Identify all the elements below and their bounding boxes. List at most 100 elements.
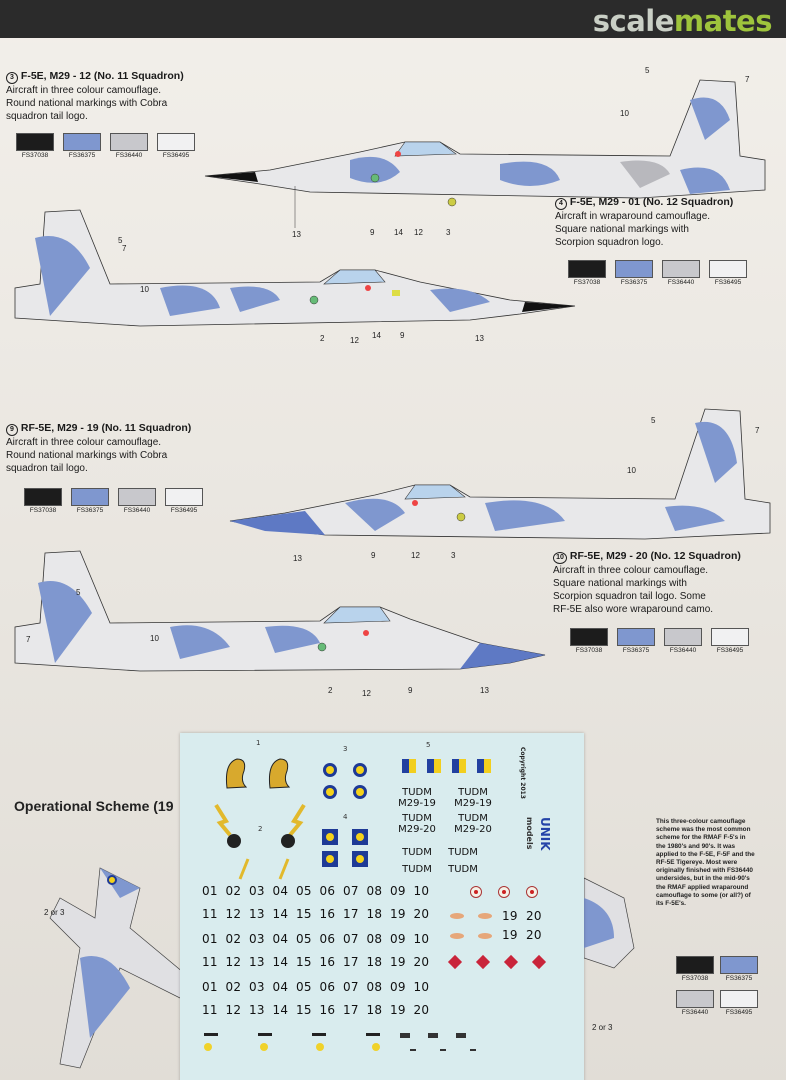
callout-label: 10 (150, 634, 159, 643)
roundel-icon (323, 763, 337, 777)
code-number: 06 (319, 980, 336, 994)
diamond-icon (531, 954, 547, 970)
code-number: 05 (296, 884, 312, 898)
code-number: 20 (413, 955, 430, 969)
side-number: 20 (526, 909, 542, 923)
paint-swatch: FS37038 (24, 488, 62, 514)
code-number: 12 (225, 955, 242, 969)
code-number: 09 (390, 980, 406, 994)
code-number: 02 (225, 884, 242, 898)
aircraft-profile-2: 7 5 10 2 12 14 9 13 (14, 209, 576, 345)
profile-index-3: 9 (6, 424, 18, 436)
profile-caption-3: 9 RF-5E, M29 - 19 (No. 11 Squadron) Airc… (6, 422, 191, 475)
diamond-icon (475, 954, 491, 970)
code-number: 18 (366, 1003, 383, 1017)
code-number: 12 (225, 907, 242, 921)
roundel-small-icon (470, 886, 482, 898)
paint-swatch: FS36440 (118, 488, 156, 514)
code-number: 06 (319, 932, 336, 946)
code-number: 03 (249, 884, 265, 898)
code-number: 19 (390, 1003, 406, 1017)
paint-swatch: FS36440 (110, 133, 148, 159)
callout-label: 5 (76, 588, 81, 597)
callout-label: 5 (651, 416, 656, 425)
aircraft-profile-1: 13 9 14 12 3 5 7 10 (204, 66, 766, 239)
operational-description: This three-colour camouflage scheme was … (656, 818, 755, 908)
callout-label: 10 (620, 109, 629, 118)
code-number: 10 (413, 980, 430, 994)
code-number: 17 (343, 955, 359, 969)
callout-label: 5 (645, 66, 650, 75)
profile-caption-4: 10 RF-5E, M29 - 20 (No. 12 Squadron) Air… (553, 550, 741, 616)
callout-label: 12 (411, 551, 420, 560)
decal-label-5: 5 (426, 741, 431, 749)
callout-label: 9 (370, 228, 375, 237)
callout-label: 13 (480, 686, 489, 695)
instruction-sheet: 3 F-5E, M29 - 12 (No. 11 Squadron) Aircr… (0, 38, 786, 1080)
code-number: 09 (390, 884, 406, 898)
callout-label: 7 (755, 426, 760, 435)
callout-label: 13 (475, 334, 484, 343)
scalemates-logo[interactable]: scalemates (592, 4, 773, 38)
roundel-icon (323, 785, 337, 799)
code-number: 07 (343, 884, 359, 898)
profile-desc-2-line-1: Aircraft in wraparound camouflage. (555, 211, 711, 222)
profile-title-3: RF-5E, M29 - 19 (No. 11 Squadron) (20, 422, 192, 434)
profile-desc-1-line-1: Aircraft in three colour camouflage. (6, 85, 162, 96)
profile-desc-3-line-3: squadron tail logo. (6, 463, 88, 474)
profile-desc-2-line-2: Square national markings with (555, 224, 689, 235)
code-number: 03 (249, 980, 265, 994)
operational-scheme-title: Operational Scheme (19 (14, 798, 174, 814)
code-number: 01 (202, 980, 218, 994)
serial-decal: TUDM (448, 847, 478, 858)
code-number: 05 (296, 980, 312, 994)
callout-label: 2 or 3 (592, 1023, 613, 1032)
callout-label: 9 (400, 331, 405, 340)
code-number: 03 (249, 932, 265, 946)
callout-label: 13 (293, 554, 302, 563)
code-number: 18 (366, 907, 383, 921)
swatch-row-3: FS37038 FS36375 FS36440 FS36495 (24, 488, 203, 514)
fin-flash-icon (427, 759, 441, 773)
code-number: 01 (202, 932, 218, 946)
code-number: 07 (343, 980, 359, 994)
callout-label: 12 (362, 689, 371, 698)
profile-index-1: 3 (6, 72, 18, 84)
callout-label: 12 (414, 228, 423, 237)
profile-index-2: 4 (555, 198, 567, 210)
code-number: 13 (249, 907, 265, 921)
profile-desc-4-line-2: Square national markings with (553, 578, 687, 589)
callout-label: 3 (446, 228, 451, 237)
paint-swatch: FS37038 (568, 260, 606, 286)
code-number: 14 (272, 1003, 289, 1017)
code-number: 01 (202, 884, 218, 898)
code-number: 04 (272, 932, 289, 946)
profile-desc-4-line-1: Aircraft in three colour camouflage. (553, 565, 709, 576)
code-number: 16 (319, 907, 336, 921)
roundel-icon (353, 785, 367, 799)
callout-label: 3 (451, 551, 456, 560)
paint-swatch: FS36375 (615, 260, 653, 286)
callout-label: 2 (320, 334, 325, 343)
diamond-icon (503, 954, 519, 970)
profile-desc-4-line-3: Scorpion squadron tail logo. Some (553, 591, 706, 602)
code-number: 14 (272, 907, 289, 921)
operational-top-view-right: 2 or 3 (583, 877, 635, 1032)
stencil-strip-icons (204, 1033, 476, 1051)
code-number: 15 (296, 955, 312, 969)
code-number: 17 (343, 907, 359, 921)
callout-label: 7 (122, 244, 127, 253)
decal-label-2: 2 (258, 825, 263, 833)
code-number: 07 (343, 932, 359, 946)
code-number: 16 (319, 1003, 336, 1017)
cobra-logo-icons (226, 758, 291, 789)
code-number: 08 (366, 932, 383, 946)
paint-swatch: FS36495 (711, 628, 749, 654)
profile-title-1: F-5E, M29 - 12 (No. 11 Squadron) (20, 70, 184, 82)
operational-top-view-left: 2 or 3 (44, 867, 191, 1069)
fin-flash-icon (477, 759, 491, 773)
swatch-row-4: FS37038 FS36375 FS36440 FS36495 (570, 628, 749, 654)
profile-desc-1-line-3: squadron tail logo. (6, 111, 88, 122)
